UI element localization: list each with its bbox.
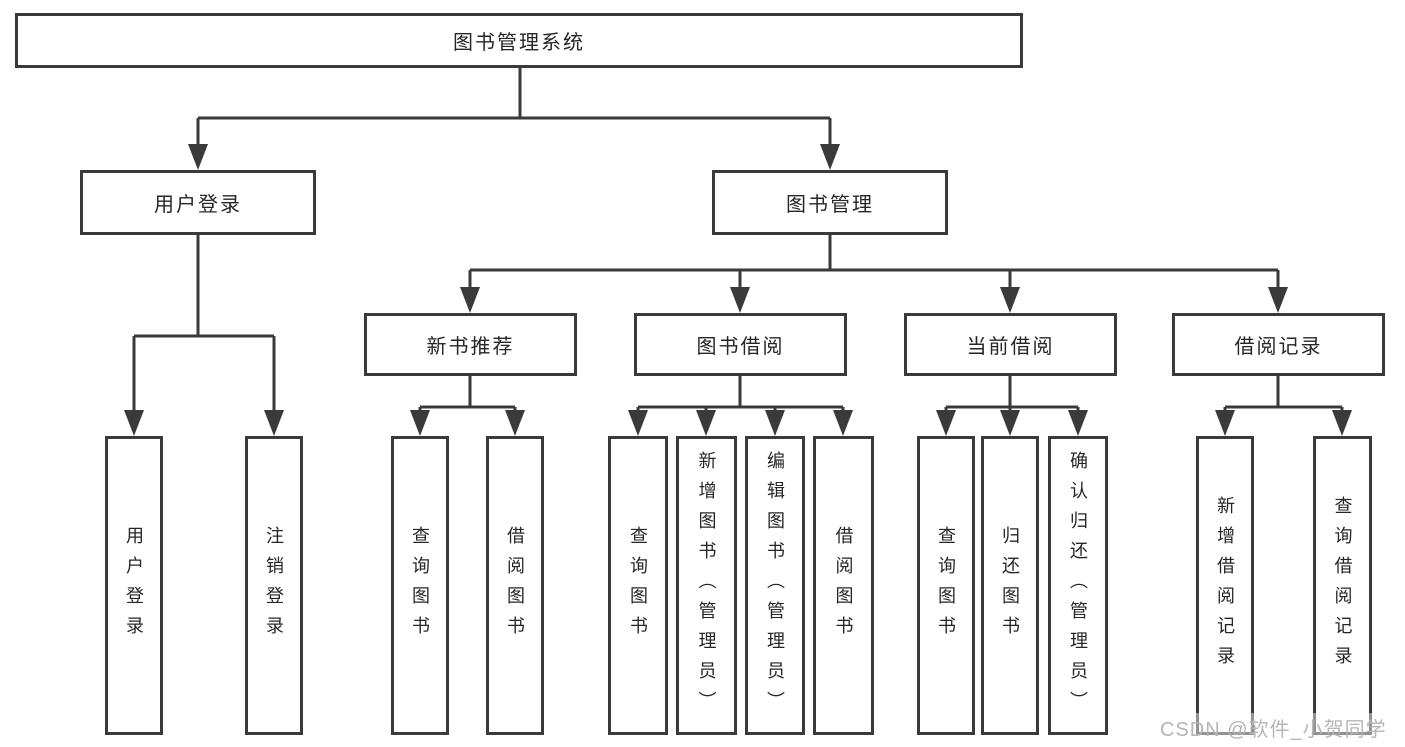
leaf-records-add-record: 新增借阅记录	[1196, 436, 1254, 735]
node-current-borrow: 当前借阅	[904, 313, 1117, 376]
leaf-recommend-query-books: 查询图书	[391, 436, 449, 735]
leaf-borrow-borrow-books: 借阅图书	[813, 436, 874, 735]
leaf-borrow-query-books: 查询图书	[608, 436, 668, 735]
leaf-user-logout: 注销登录	[245, 436, 303, 735]
node-user-login: 用户登录	[80, 170, 316, 235]
csdn-watermark: CSDN @软件_小贺同学	[1160, 713, 1387, 742]
leaf-borrow-add-books-admin: 新增图书（管理员）	[676, 436, 737, 735]
node-borrow-records: 借阅记录	[1172, 313, 1385, 376]
leaf-records-query-record: 查询借阅记录	[1313, 436, 1372, 735]
node-new-book-recommend: 新书推荐	[364, 313, 577, 376]
leaf-recommend-borrow-books: 借阅图书	[486, 436, 544, 735]
node-book-management: 图书管理	[712, 170, 948, 235]
leaf-borrow-edit-books-admin: 编辑图书（管理员）	[745, 436, 805, 735]
leaf-current-return-books: 归还图书	[981, 436, 1039, 735]
node-root-system: 图书管理系统	[15, 13, 1023, 68]
arrowhead-icons	[124, 144, 1352, 436]
leaf-current-query-books: 查询图书	[917, 436, 975, 735]
leaf-user-login: 用户登录	[105, 436, 163, 735]
leaf-current-confirm-return-admin: 确认归还（管理员）	[1048, 436, 1108, 735]
node-book-borrow: 图书借阅	[634, 313, 847, 376]
